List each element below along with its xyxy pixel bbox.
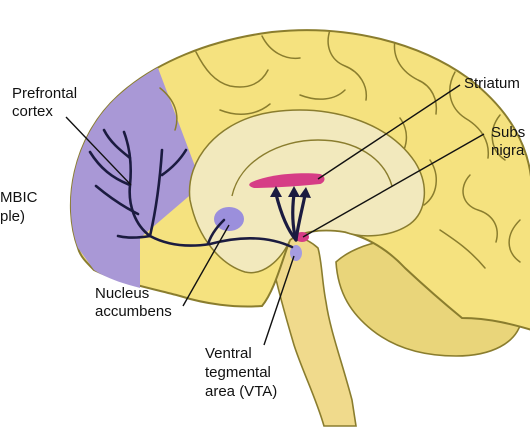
label-substantia-line1: Subs (491, 124, 525, 141)
label-prefrontal-line2: cortex (12, 103, 53, 120)
label-vta-line1: Ventral (205, 345, 252, 362)
label-striatum: Striatum (464, 75, 520, 92)
branch-arrowheads (270, 186, 311, 198)
leader-lines (65, 84, 485, 346)
label-vta-line3: area (VTA) (205, 383, 277, 400)
nigrostriatal-branches (274, 192, 307, 242)
corpus-callosum-arch (231, 139, 393, 197)
label-vta-line2: tegmental (205, 364, 271, 381)
sulci-lines (159, 30, 521, 269)
substantia-nigra-region (295, 232, 309, 242)
label-nucleus-line2: accumbens (95, 303, 172, 320)
brainstem (271, 234, 357, 427)
label-mesolimbic-line1: MBIC (0, 189, 38, 206)
dopamine-pathway (88, 128, 294, 249)
label-mesolimbic-line2: ple) (0, 208, 25, 225)
nucleus-accumbens-region (214, 207, 244, 231)
label-nucleus-line1: Nucleus (95, 285, 149, 302)
label-prefrontal-line1: Prefrontal (12, 85, 77, 102)
striatum-region (249, 173, 325, 188)
label-substantia-line2: nigra (491, 142, 525, 159)
